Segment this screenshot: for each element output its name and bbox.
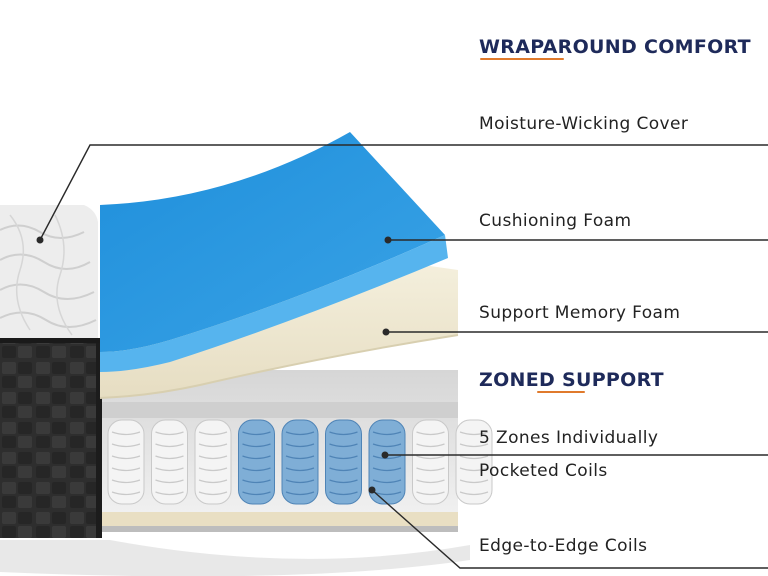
heading-underline-wraparound: [480, 58, 564, 60]
quilted-cover: [0, 205, 98, 340]
coil-wrap-line: [242, 479, 271, 484]
coil-wrap-line: [459, 479, 489, 484]
memory-foam-layer: [100, 266, 458, 398]
coil-wrap-line: [155, 479, 184, 484]
heading-underline-zoned: [537, 391, 585, 393]
coil-wrap-line: [459, 467, 489, 472]
pocketed-coil: [194, 419, 232, 505]
coil-wrap-line: [198, 491, 228, 496]
coil-wrap-line: [329, 491, 358, 496]
coil-wrap-line: [459, 455, 489, 460]
coil-wrap-line: [242, 443, 271, 448]
pocketed-coil: [107, 419, 145, 505]
coil-wrap-line: [416, 443, 445, 448]
leader-lines: [39, 144, 768, 569]
label-cushioning-foam: Cushioning Foam: [479, 211, 632, 231]
coil-wrap-line: [242, 467, 271, 472]
coil-wrap-line: [372, 443, 402, 448]
coil-wrap-line: [242, 431, 271, 436]
coil-wrap-line: [111, 455, 141, 460]
coil-wrap-line: [416, 431, 445, 436]
pocketed-coil: [412, 419, 449, 505]
dot-cushion: [384, 236, 392, 244]
coil-wrap-line: [198, 431, 228, 436]
leader-edge: [371, 489, 768, 569]
memory-foam-edge: [99, 334, 459, 399]
coil-wrap-line: [459, 431, 489, 436]
coil-wrap-line: [416, 467, 445, 472]
coil-wrap-line: [155, 491, 184, 496]
cushioning-foam-thickness: [100, 235, 448, 372]
coil-wrap-line: [416, 491, 445, 496]
quilt-stitch: [0, 224, 97, 328]
coil-wrap-line: [416, 455, 445, 460]
coil-wrap-line: [372, 455, 402, 460]
coil-wrap-line: [198, 443, 228, 448]
coil-wrap-line: [198, 479, 228, 484]
coil-wrap-line: [329, 479, 358, 484]
coil-wrap-line: [285, 443, 315, 448]
side-panel: [0, 338, 100, 538]
base-bottom-edge: [96, 526, 458, 532]
coil-wrap-line: [111, 431, 141, 436]
label-edge-to-edge-coils: Edge-to-Edge Coils: [479, 536, 648, 556]
coil-wrap-line: [198, 467, 228, 472]
coil-group: [107, 419, 493, 505]
coil-wrap-line: [155, 455, 184, 460]
coil-wrap-line: [285, 491, 315, 496]
cushioning-foam-layer: [100, 132, 445, 352]
coil-wrap-line: [329, 455, 358, 460]
coil-wrap-line: [372, 467, 402, 472]
coil-wrap-line: [242, 455, 271, 460]
pocketed-coil: [325, 419, 362, 505]
coil-wrap-line: [285, 431, 315, 436]
coil-wrap-line: [459, 443, 489, 448]
cover-piping: [0, 338, 100, 343]
pocketed-coil: [455, 419, 493, 505]
coil-wrap-line: [329, 431, 358, 436]
coil-bay-top-rail: [96, 402, 458, 418]
coil-wrap-line: [111, 491, 141, 496]
leader-cover: [39, 144, 768, 241]
leader-dots: [36, 236, 392, 494]
label-zones-line-1: 5 Zones Individually: [479, 428, 659, 448]
coil-wrap-line: [242, 491, 271, 496]
quilt-stitch-2: [9, 214, 73, 336]
label-moisture-wicking-cover: Moisture-Wicking Cover: [479, 114, 689, 134]
coil-wrap-line: [198, 455, 228, 460]
coil-wrap-line: [111, 479, 141, 484]
coil-wrap-line: [416, 479, 445, 484]
coil-wrap-line: [459, 491, 489, 496]
coil-wrap-line: [155, 467, 184, 472]
coil-wrap-line: [285, 479, 315, 484]
coil-wrap-line: [285, 455, 315, 460]
pocketed-coil: [238, 419, 275, 505]
coil-wrap-line: [111, 467, 141, 472]
pocketed-coil: [281, 419, 319, 505]
floor-shadow: [0, 540, 470, 576]
dot-memory: [382, 328, 390, 336]
label-zones-line-2: Pocketed Coils: [479, 461, 608, 481]
coil-wrap-line: [372, 431, 402, 436]
heading-zoned-support: ZONED SUPPORT: [479, 369, 664, 391]
dot-zones: [381, 451, 389, 459]
base-cream-strip: [96, 512, 458, 526]
coil-wrap-line: [285, 467, 315, 472]
label-support-memory-foam: Support Memory Foam: [479, 303, 681, 323]
coil-wrap-line: [329, 443, 358, 448]
coil-wrap-line: [329, 467, 358, 472]
dot-edge: [368, 486, 376, 494]
coil-wrap-line: [155, 443, 184, 448]
coil-wrap-line: [372, 479, 402, 484]
side-panel-edge: [96, 338, 102, 538]
coil-wrap-line: [155, 431, 184, 436]
pocketed-coil: [151, 419, 188, 505]
heading-wraparound-comfort: WRAPAROUND COMFORT: [479, 36, 751, 58]
coil-wrap-line: [111, 443, 141, 448]
dot-cover: [36, 236, 44, 244]
